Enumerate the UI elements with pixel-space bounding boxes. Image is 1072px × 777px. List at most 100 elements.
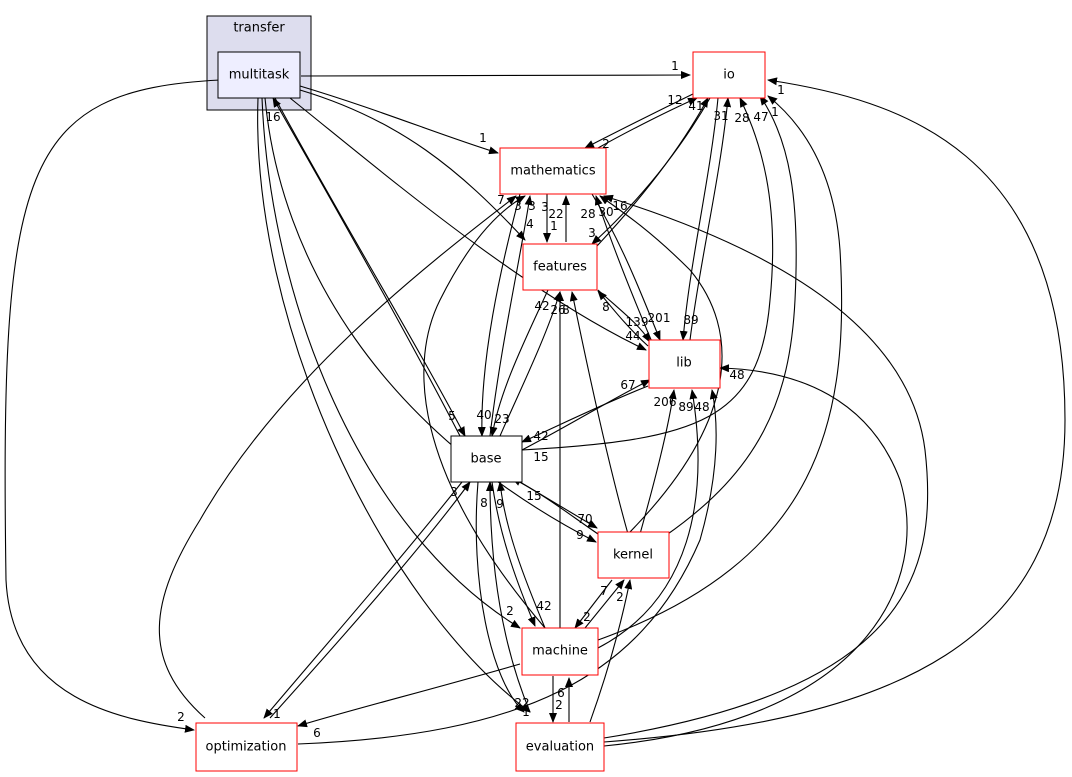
edge-label: 4 (526, 217, 534, 231)
edge-label: 40 (476, 408, 491, 422)
edge-kernel-features (569, 291, 629, 535)
edge-optimization-base (269, 481, 471, 719)
edge-multitask-io (300, 71, 691, 80)
edge-label: 22 (514, 696, 529, 710)
node-io[interactable]: io (692, 51, 766, 99)
edge-label: 15 (526, 489, 541, 503)
edge-label: 3 (528, 199, 536, 213)
edge-label: 206 (654, 395, 677, 409)
edge-multitask-lib (289, 97, 647, 351)
edge-label: 47 (753, 110, 768, 124)
edge-label: 15 (533, 450, 548, 464)
node-features[interactable]: features (522, 243, 598, 291)
node-mathematics[interactable]: mathematics (499, 147, 607, 195)
edge-label: 3 (588, 226, 596, 240)
edge-label: 16 (612, 199, 627, 213)
edge-base-features (499, 291, 562, 437)
node-machine[interactable]: machine (521, 627, 599, 676)
cluster-transfer-label: transfer (233, 21, 285, 36)
edge-label: 28 (734, 111, 749, 125)
edge-label: 31 (713, 109, 728, 123)
edge-multitask-kernel (264, 97, 597, 543)
edge-label: 23 (494, 412, 509, 426)
edge-label: 42 (533, 429, 548, 443)
edge-label: 44 (625, 329, 640, 343)
edge-label: 2 (177, 710, 185, 724)
edge-evaluation-base (486, 481, 531, 713)
edge-label: 16 (265, 110, 280, 124)
node-multitask[interactable]: multitask (217, 51, 301, 99)
edge-label: 6 (313, 726, 321, 740)
edge-mathematics-lib (591, 193, 661, 341)
edge-mathematics-base (477, 193, 521, 437)
edge-multitask-evaluation (257, 97, 531, 713)
node-kernel[interactable]: kernel (597, 531, 670, 579)
edges (4, 71, 1066, 747)
edge-label: 2 (602, 137, 610, 151)
node-evaluation-label: evaluation (526, 740, 594, 755)
edge-label: 1 (479, 131, 487, 145)
edge-base-io (521, 97, 774, 451)
edge-multitask-optimization (4, 79, 221, 733)
edge-label: 1 (771, 105, 779, 119)
edge-label: 42 (536, 599, 551, 613)
edge-label: 22 (548, 207, 563, 221)
edge-mathematics-io (597, 97, 698, 149)
node-base-label: base (471, 452, 502, 467)
node-lib-label: lib (676, 356, 691, 371)
edge-machine-base (496, 481, 546, 629)
edge-multitask-mathematics (299, 85, 499, 155)
edge-label: 1 (273, 707, 281, 721)
edge-optimization-mathematics (158, 195, 517, 719)
edge-machine-kernel (584, 579, 625, 629)
edge-label: 89 (678, 400, 693, 414)
edge-kernel-mathematics (599, 195, 723, 535)
edge-labels: 1 12 41 31 28 47 1 1 1 2 16 7 3 3 22 1 2… (177, 59, 785, 740)
node-lib[interactable]: lib (648, 339, 721, 389)
edge-label: 30 (598, 205, 613, 219)
edge-machine-mathematics (423, 195, 546, 629)
edge-label: 6 (557, 686, 565, 700)
edge-label: 1 (550, 219, 558, 233)
node-mathematics-label: mathematics (510, 164, 595, 179)
edge-machine-lib (597, 389, 699, 649)
node-io-label: io (723, 68, 735, 83)
edge-base-machine (491, 481, 536, 627)
edge-multitask-base (274, 97, 466, 437)
edge-machine-optimization (297, 663, 521, 728)
edge-base-kernel (519, 481, 598, 529)
edge-label: 1 (671, 59, 679, 73)
edge-label: 7 (497, 193, 505, 207)
edge-label: 3 (541, 200, 549, 214)
edge-io-lib (679, 97, 719, 341)
edge-base-mathematics (489, 195, 533, 437)
edge-evaluation-io (603, 77, 1066, 743)
edge-label: 12 (667, 93, 682, 107)
edge-label: 70 (577, 512, 592, 526)
edge-machine-io (597, 95, 843, 641)
edge-label: 8 (602, 300, 610, 314)
edge-label: 42 (534, 299, 549, 313)
edge-lib-mathematics (594, 195, 653, 343)
edge-kernel-machine (574, 579, 613, 629)
edge-label: 8 (562, 303, 570, 317)
edge-lib-io (689, 97, 732, 341)
edge-lib-features (597, 290, 649, 347)
edge-label: 28 (580, 207, 595, 221)
node-optimization-label: optimization (206, 740, 287, 755)
node-optimization[interactable]: optimization (195, 722, 298, 772)
edge-base-lib (521, 379, 651, 451)
edge-label: 3 (514, 199, 522, 213)
edge-label: 2 (506, 604, 514, 618)
node-evaluation[interactable]: evaluation (515, 722, 605, 772)
edge-label: 5 (448, 409, 456, 423)
edge-label: 89 (683, 313, 698, 327)
edge-label: 9 (496, 497, 504, 511)
edge-label: 67 (620, 378, 635, 392)
edge-label: 1 (777, 83, 785, 97)
edge-base-evaluation (475, 481, 525, 713)
edge-kernel-io (664, 95, 797, 537)
edge-base-multitask (272, 97, 461, 437)
node-kernel-label: kernel (613, 548, 653, 563)
node-base[interactable]: base (450, 435, 523, 483)
